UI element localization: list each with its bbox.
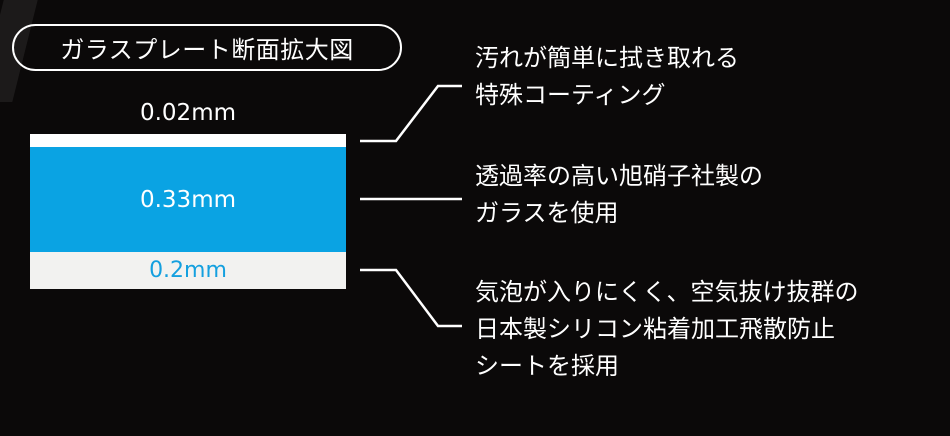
coating-description-line-1: 汚れが簡単に拭き取れる: [475, 44, 739, 72]
coating-description: 汚れが簡単に拭き取れる 特殊コーティング: [475, 40, 739, 114]
coating-leader-line: [360, 84, 462, 143]
sheet-description-line-2: 日本製シリコン粘着加工飛散防止: [475, 315, 835, 343]
sheet-thickness-label: 0.2mm: [149, 258, 227, 283]
glass-thickness-label: 0.33mm: [139, 186, 237, 213]
diagram-title-text: ガラスプレート断面拡大図: [60, 36, 354, 64]
diagram-title: ガラスプレート断面拡大図: [12, 24, 402, 71]
coating-layer: [30, 134, 346, 147]
sheet-description: 気泡が入りにくく、空気抜け抜群の 日本製シリコン粘着加工飛散防止 シートを採用: [475, 274, 859, 385]
coating-description-line-2: 特殊コーティング: [475, 81, 666, 109]
sheet-description-line-1: 気泡が入りにくく、空気抜け抜群の: [475, 278, 859, 306]
glass-layer: 0.33mm: [30, 147, 346, 252]
coating-thickness-label: 0.02mm: [139, 100, 237, 126]
sheet-leader-line: [360, 268, 462, 328]
glass-description: 透過率の高い旭硝子社製の ガラスを使用: [475, 158, 763, 232]
glass-description-line-1: 透過率の高い旭硝子社製の: [475, 162, 763, 190]
sheet-description-line-3: シートを採用: [475, 352, 619, 380]
glass-description-line-2: ガラスを使用: [475, 199, 619, 227]
sheet-layer: 0.2mm: [30, 252, 346, 289]
